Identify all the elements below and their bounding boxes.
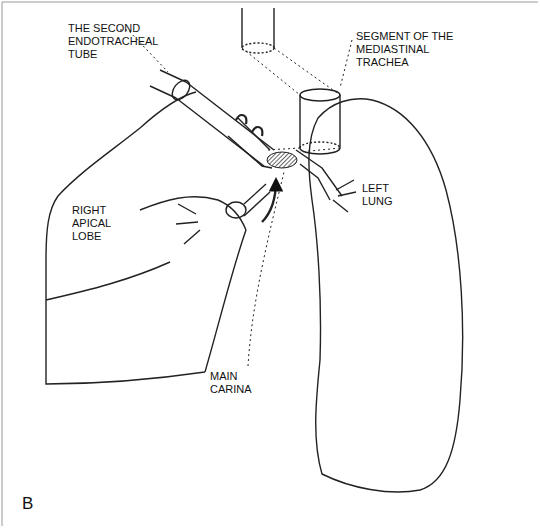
- part-label: SEGMENT OF THE MEDIASTINAL TRACHEA: [356, 30, 466, 69]
- part-label: MAIN CARINA: [208, 370, 270, 396]
- panel-letter: B: [22, 494, 52, 513]
- part-label: RIGHT APICAL LOBE: [72, 204, 124, 243]
- carina-hatch: [267, 152, 297, 168]
- part-label: LEFT LUNG: [362, 182, 406, 208]
- part-label: THE SECOND ENDOTRACHEAL TUBE: [68, 22, 158, 61]
